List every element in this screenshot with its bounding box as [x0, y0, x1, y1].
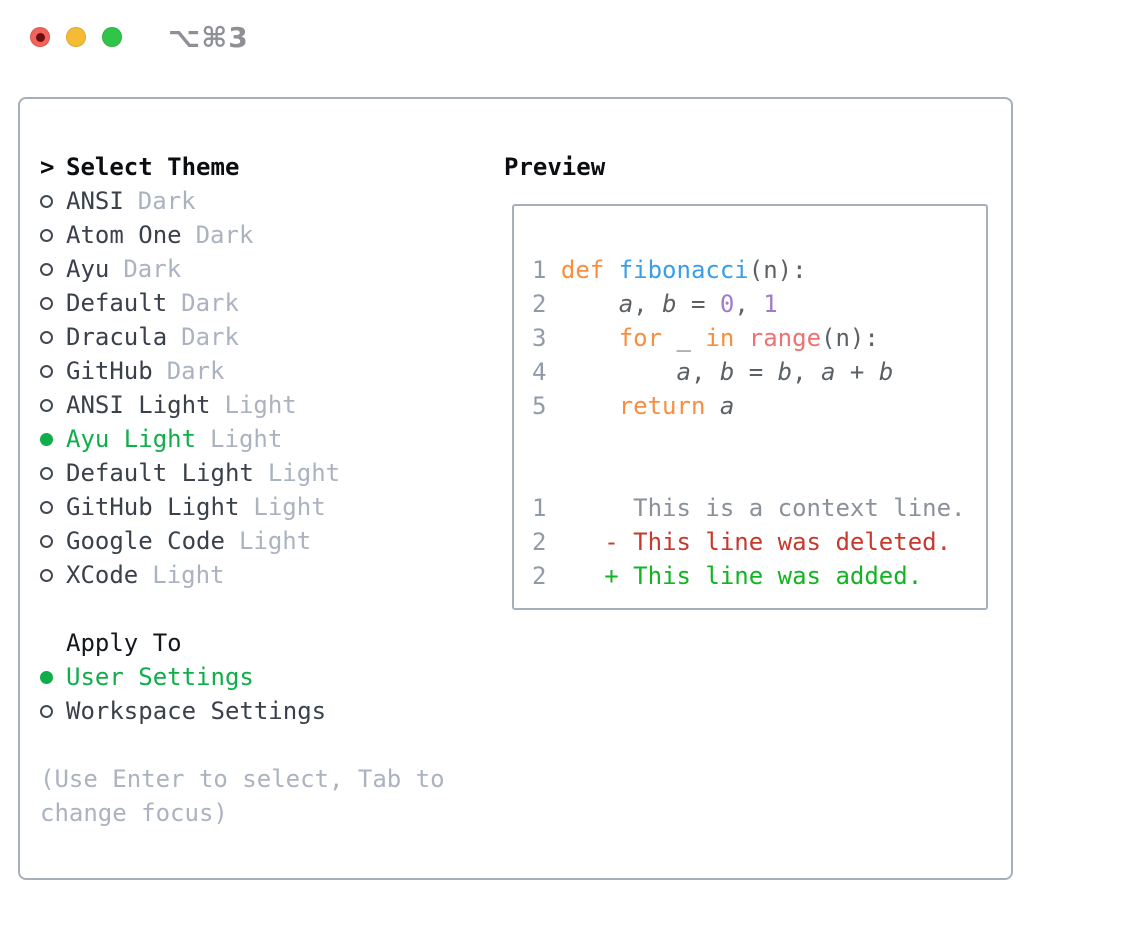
radio-icon — [40, 704, 53, 718]
radio-icon — [40, 568, 53, 582]
theme-option[interactable]: GitHub Dark — [40, 354, 480, 388]
radio-marker — [40, 568, 66, 582]
minimize-button[interactable] — [66, 27, 86, 47]
radio-icon — [40, 466, 53, 480]
preview-line — [532, 457, 986, 491]
theme-variant-tag: Dark — [195, 221, 254, 249]
apply-option-label: Workspace Settings — [66, 697, 327, 725]
preview-line: 1 def fibonacci(n): — [532, 256, 807, 284]
theme-option[interactable]: GitHub Light Light — [40, 490, 480, 524]
radio-marker — [40, 398, 66, 412]
radio-marker — [40, 704, 66, 718]
hint-text: (Use Enter to select, Tab to change focu… — [40, 765, 445, 827]
theme-option-label: XCode — [66, 561, 139, 589]
theme-variant-tag: Light — [267, 459, 341, 487]
apply-option[interactable]: Workspace Settings — [40, 694, 480, 728]
theme-variant-tag: Dark — [166, 357, 225, 385]
titlebar: ⌥⌘3 — [30, 21, 249, 54]
theme-variant-tag: Light — [253, 493, 326, 521]
preview-line: 2 - This line was deleted. — [532, 528, 952, 556]
theme-option-label: GitHub Light — [66, 493, 240, 521]
theme-variant-tag: Light — [224, 391, 297, 419]
window-title-shortcut: ⌥⌘3 — [168, 20, 249, 54]
theme-option[interactable]: ANSI Light Light — [40, 388, 480, 422]
select-theme-label: Select Theme — [66, 153, 240, 181]
theme-variant-tag: Light — [152, 561, 225, 589]
theme-option-label: Default — [66, 289, 168, 317]
radio-icon — [40, 194, 53, 208]
radio-marker — [40, 262, 66, 276]
preview-line: 3 for _ in range(n): — [532, 324, 879, 352]
apply-to-label: Apply To — [66, 629, 182, 657]
apply-to-header: Apply To — [40, 626, 480, 660]
theme-option[interactable]: Default Light Light — [40, 456, 480, 490]
theme-variant-tag: Dark — [181, 323, 239, 351]
theme-option-label: Ayu — [66, 255, 110, 283]
radio-selected-icon — [40, 670, 53, 684]
radio-marker — [40, 670, 66, 684]
radio-icon — [40, 398, 53, 412]
apply-option[interactable]: User Settings — [40, 660, 480, 694]
theme-option-label: Ayu Light — [66, 425, 197, 453]
theme-option-label: ANSI Light — [66, 391, 211, 419]
theme-option[interactable]: XCode Light — [40, 558, 480, 592]
preview-line: 2 a, b = 0, 1 — [532, 290, 778, 318]
radio-marker — [40, 364, 66, 378]
theme-variant-tag: Dark — [137, 187, 196, 215]
radio-icon — [40, 364, 53, 378]
theme-option[interactable]: Ayu Dark — [40, 252, 480, 286]
theme-option-label: ANSI — [66, 187, 124, 215]
unsaved-indicator-icon — [35, 32, 45, 42]
focus-caret-icon: > — [40, 153, 55, 181]
theme-option[interactable]: Ayu Light Light — [40, 422, 480, 456]
preview-header: Preview — [504, 153, 606, 181]
radio-marker — [40, 330, 66, 344]
radio-marker — [40, 500, 66, 514]
theme-option-label: Default Light — [66, 459, 254, 487]
preview-code: 1 def fibonacci(n): 2 a, b = 0, 1 3 for _ … — [514, 206, 986, 593]
radio-icon — [40, 534, 53, 548]
theme-option[interactable]: Google Code Light — [40, 524, 480, 558]
apply-option-label: User Settings — [66, 663, 254, 691]
radio-marker — [40, 228, 66, 242]
radio-icon — [40, 500, 53, 514]
theme-option[interactable]: Atom One Dark — [40, 218, 480, 252]
radio-marker — [40, 534, 66, 548]
theme-option-label: Google Code — [66, 527, 225, 555]
theme-option-label: Atom One — [66, 221, 182, 249]
spacer — [40, 592, 480, 626]
preview-line: 1 This is a context line. — [532, 494, 966, 522]
theme-variant-tag: Dark — [181, 289, 239, 317]
theme-option[interactable]: Default Dark — [40, 286, 480, 320]
preview-line: 4 a, b = b, a + b — [532, 358, 894, 386]
radio-marker — [40, 296, 66, 310]
theme-variant-tag: Light — [210, 425, 283, 453]
radio-marker — [40, 194, 66, 208]
preview-box: 1 def fibonacci(n): 2 a, b = 0, 1 3 for _ … — [512, 204, 988, 610]
radio-icon — [40, 262, 53, 276]
zoom-button[interactable] — [102, 27, 122, 47]
select-theme-header: > Select Theme — [40, 150, 480, 184]
preview-line — [532, 423, 986, 457]
radio-marker — [40, 466, 66, 480]
preview-line: 2 + This line was added. — [532, 562, 923, 590]
theme-option[interactable]: ANSI Dark — [40, 184, 480, 218]
theme-variant-tag: Dark — [123, 255, 182, 283]
radio-icon — [40, 296, 53, 310]
theme-option-label: GitHub — [66, 357, 153, 385]
theme-option-label: Dracula — [66, 323, 168, 351]
radio-icon — [40, 330, 53, 344]
theme-variant-tag: Light — [238, 527, 312, 555]
radio-marker — [40, 432, 66, 446]
theme-option[interactable]: Dracula Dark — [40, 320, 480, 354]
close-button[interactable] — [30, 27, 50, 47]
preview-line: 5 return a — [532, 392, 735, 420]
radio-selected-icon — [40, 432, 53, 446]
radio-icon — [40, 228, 53, 242]
